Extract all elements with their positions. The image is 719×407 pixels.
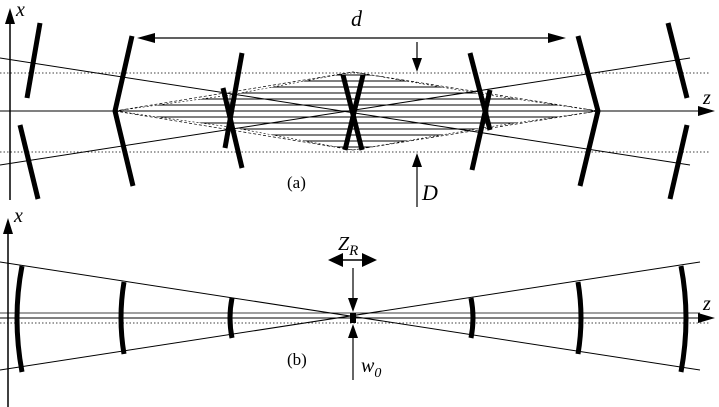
hatched-region-left — [114, 94, 231, 128]
wavefront-x-3b — [469, 89, 493, 171]
bottom-x-axis-label: x — [13, 205, 23, 227]
panel-a-caption: (a) — [287, 173, 306, 192]
panel-b: x z ZR w0 (b) — [0, 205, 715, 407]
wavefront-curve-1 — [14, 265, 25, 373]
waist-arrow-top-head — [348, 298, 358, 312]
wavefront-curve-4 — [468, 297, 476, 339]
diamond-lower — [114, 110, 599, 151]
distance-arrow-left-head — [137, 33, 155, 43]
wavefront-edge-left-lower — [17, 124, 41, 200]
distance-arrow-right-head — [548, 33, 566, 43]
aperture-label: D — [421, 180, 438, 205]
top-wavefronts — [17, 22, 690, 200]
wavefront-curve-3 — [227, 297, 235, 339]
rayleigh-arrow-left-head — [328, 253, 343, 267]
wavefront-edge-right-upper — [665, 22, 690, 99]
hatched-region-right — [487, 94, 599, 128]
top-z-axis-label: z — [702, 87, 711, 109]
wavefront-x-1a — [222, 52, 245, 149]
panel-b-caption: (b) — [287, 350, 307, 369]
bottom-x-axis-arrowhead — [3, 218, 13, 234]
waist-arrow-bottom-head — [348, 324, 358, 338]
waist-label-main: w — [361, 355, 375, 377]
rayleigh-label-main: Z — [338, 233, 350, 255]
beam-waist-marker — [350, 313, 356, 323]
bottom-wavefronts — [14, 265, 689, 373]
wavefront-chevron-right — [575, 35, 601, 187]
wavefront-curve-6 — [678, 265, 689, 373]
wavefront-edge-left-upper — [24, 22, 43, 99]
wavefront-x-3a — [467, 52, 493, 131]
rayleigh-arrow-right-head — [362, 253, 377, 267]
wavefront-edge-right-lower — [667, 124, 690, 200]
aperture-arrow-top-head — [412, 58, 422, 72]
waist-label-sub: 0 — [374, 366, 381, 381]
wavefront-x-1b — [220, 87, 245, 169]
bottom-z-axis-label: z — [702, 293, 711, 315]
top-x-axis-label: x — [15, 0, 25, 21]
rayleigh-label-sub: R — [348, 243, 358, 259]
waist-label: w0 — [361, 355, 381, 381]
wavefront-curve-5 — [575, 281, 584, 355]
aperture-arrow-bottom-head — [412, 153, 422, 167]
wavefront-chevron-left — [112, 35, 136, 187]
wavefront-x-2b — [340, 74, 365, 151]
bottom-z-axis-arrowhead — [698, 313, 715, 323]
top-z-axis-arrowhead — [698, 106, 715, 116]
diamond-upper — [114, 71, 599, 112]
distance-label: d — [351, 6, 363, 31]
beam-line-2 — [0, 57, 691, 166]
top-x-axis-arrowhead — [5, 8, 15, 24]
panel-a: x z d D (a) — [0, 0, 715, 207]
wavefront-curve-2 — [118, 281, 127, 355]
rayleigh-label: ZR — [338, 233, 358, 259]
